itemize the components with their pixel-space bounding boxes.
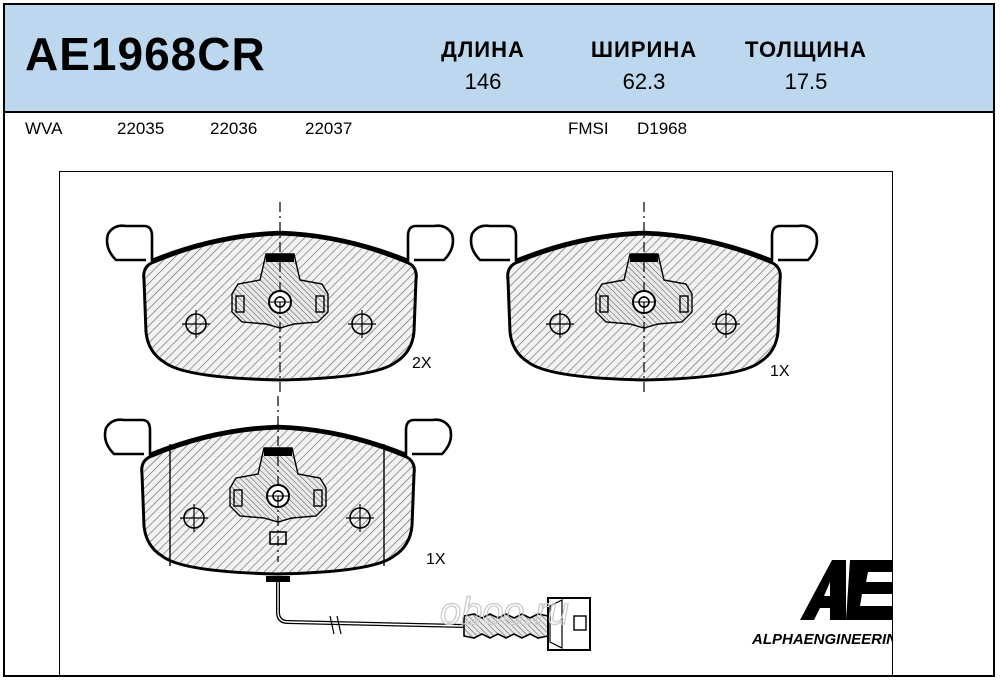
wva-label: WVA xyxy=(25,119,63,138)
dimension-value: 62.3 xyxy=(622,69,666,94)
dimension-label: ДЛИНА xyxy=(441,37,525,62)
dimension-value: 17.5 xyxy=(784,69,828,94)
brand-name: ALPHAENGINEERING xyxy=(751,631,892,648)
wva-number: 22036 xyxy=(210,119,258,138)
brake-pad-top-right xyxy=(469,202,819,392)
fmsi-number: D1968 xyxy=(637,119,688,138)
spec-sheet: AE1968CR ДЛИНА 146 ШИРИНА 62.3 ТОЛЩИНА 1… xyxy=(3,3,995,677)
wva-number: 22037 xyxy=(305,119,353,138)
wva-number: 22035 xyxy=(117,119,165,138)
fmsi-label: FMSI xyxy=(568,119,609,138)
dimension-thickness: ТОЛЩИНА 17.5 xyxy=(733,37,879,95)
quantity-label: 2X xyxy=(412,355,432,372)
dimension-value: 146 xyxy=(464,69,502,94)
dimension-label: ТОЛЩИНА xyxy=(745,37,867,62)
quantity-label: 1X xyxy=(770,363,790,380)
brake-pad-top-left xyxy=(105,202,455,392)
brake-pad-drawing: 2X 1X xyxy=(103,202,909,651)
header-bar: AE1968CR ДЛИНА 146 ШИРИНА 62.3 ТОЛЩИНА 1… xyxy=(5,5,993,113)
watermark-text: oboo.ru xyxy=(440,591,569,633)
quantity-label: 1X xyxy=(426,551,446,568)
dimension-width: ШИРИНА 62.3 xyxy=(579,37,709,95)
brake-pad-bottom-with-sensor xyxy=(103,396,591,651)
dimension-label: ШИРИНА xyxy=(590,37,698,62)
part-number: AE1968CR xyxy=(25,28,266,80)
technical-drawing: 2X 1X xyxy=(59,171,909,677)
dimension-length: ДЛИНА 146 xyxy=(423,37,543,95)
alphaengineering-logo xyxy=(800,560,908,620)
